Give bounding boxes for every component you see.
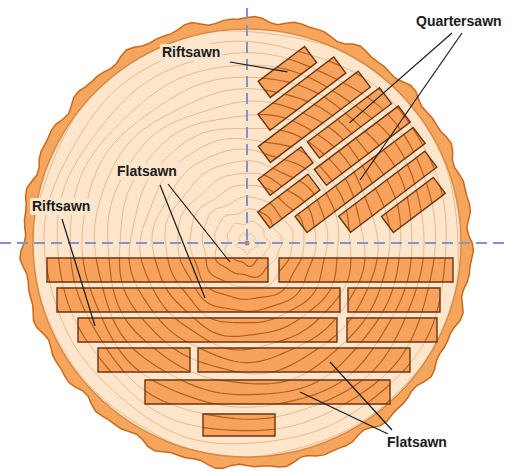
board-outline xyxy=(98,348,190,372)
leader-lines xyxy=(62,33,462,434)
board-grain-line xyxy=(152,149,339,336)
leader-line xyxy=(349,33,452,123)
center-lines xyxy=(0,8,510,243)
part-label: Flatsawn xyxy=(115,163,179,180)
board-outline xyxy=(339,151,437,232)
leader-line xyxy=(230,62,287,72)
board-grain-line xyxy=(94,89,400,395)
leader-line xyxy=(300,392,388,434)
board-grain-line xyxy=(119,115,378,374)
dashed-axis xyxy=(246,8,248,243)
board-outline xyxy=(78,318,337,342)
board-outline xyxy=(347,318,437,342)
part-label: Riftsawn xyxy=(30,198,92,215)
leader-line xyxy=(360,33,462,180)
board-grain-line xyxy=(165,161,328,323)
leader-line xyxy=(330,362,392,430)
board-grain-line xyxy=(178,173,316,311)
board-outline xyxy=(348,288,440,312)
boards xyxy=(47,47,453,437)
board-outline xyxy=(258,71,370,162)
board-outline xyxy=(381,177,445,232)
board-grain-line xyxy=(236,233,258,254)
leader-line xyxy=(168,184,230,262)
growth-ring xyxy=(32,31,458,458)
board-outline xyxy=(258,57,346,130)
part-label: Riftsawn xyxy=(160,44,222,61)
board-grain-line xyxy=(44,41,446,444)
board-grain-line xyxy=(82,77,412,407)
board-outlines xyxy=(47,47,453,437)
board-outline xyxy=(258,174,320,228)
growth-rings xyxy=(32,31,458,458)
board-grain-line xyxy=(215,209,282,278)
board-grain-line xyxy=(225,221,270,266)
sawn-board xyxy=(203,414,275,436)
board-grain xyxy=(32,31,458,458)
sawn-board xyxy=(98,348,190,372)
board-outline xyxy=(295,128,425,233)
sawn-board xyxy=(347,318,437,342)
leader-line xyxy=(62,219,95,326)
board-outline xyxy=(258,147,313,195)
board-outline xyxy=(57,288,340,312)
board-grain-line xyxy=(57,53,435,431)
growth-ring xyxy=(57,53,435,431)
part-label: Quartersawn xyxy=(414,13,504,30)
board-outline xyxy=(145,380,390,404)
leader-line xyxy=(160,185,205,298)
board-grain-line xyxy=(32,31,458,458)
part-label: Flatsawn xyxy=(385,434,449,451)
sawn-board xyxy=(78,318,337,342)
board-outline xyxy=(198,348,410,372)
board-outline xyxy=(203,414,275,436)
dashed-axis xyxy=(0,242,510,244)
board-outline xyxy=(279,258,453,282)
board-grain-line xyxy=(70,65,424,419)
